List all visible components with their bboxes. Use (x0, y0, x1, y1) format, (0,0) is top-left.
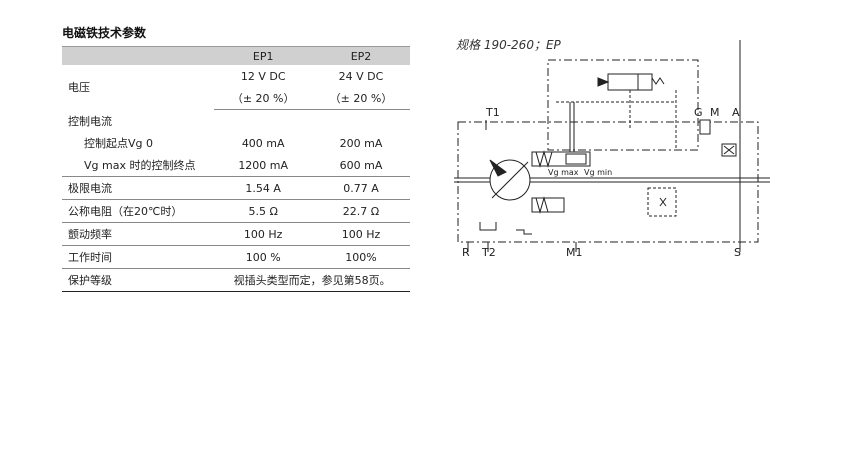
cell-ep2: （± 20 %） (312, 87, 410, 110)
pump-swash-arrow (491, 161, 529, 199)
table-row-voltage-tol: （± 20 %） （± 20 %） (62, 87, 410, 110)
pressure-valve (647, 187, 677, 217)
cell-protection: 视插头类型而定，参见第58页。 (214, 268, 410, 292)
table-row-protection: 保护等级 视插头类型而定，参见第58页。 (62, 268, 410, 292)
row-label: 保护等级 (62, 268, 215, 292)
row-label: 工作时间 (62, 245, 215, 269)
port-label-t1: T1 (486, 106, 500, 119)
cell-ep2: 600 mA (312, 154, 410, 177)
vg-max-label: Vg max (548, 168, 579, 177)
header-cell-ep2: EP2 (312, 46, 410, 65)
cell-ep1: （± 20 %） (214, 87, 313, 110)
valve-mark (659, 197, 667, 207)
cell-ep1: 400 mA (241, 136, 285, 150)
table-header-row: EP1 EP2 (62, 46, 410, 65)
table-row-dither: 颤动频率 100 Hz 100 Hz (62, 222, 410, 246)
solenoid-actuator (597, 77, 610, 87)
spring-symbol (535, 196, 549, 214)
table-row-control-current: 控制电流 (62, 110, 410, 133)
row-label: 公称电阻（在20℃时） (62, 199, 215, 223)
hydraulic-circuit-diagram (454, 40, 770, 252)
port-label-m1: M1 (566, 246, 583, 259)
header-cell (62, 46, 215, 65)
row-label: 控制起点Vg 0 (84, 137, 154, 150)
drain-symbol (516, 229, 532, 235)
cell-ep2: 100% (312, 245, 410, 269)
page-title: 电磁铁技术参数 (62, 26, 147, 40)
solenoid-coil (637, 73, 653, 91)
cell-ep1: 5.5 Ω (214, 199, 313, 223)
cell-ep2: 24 V DC (338, 69, 384, 83)
check-valve-mark (723, 145, 735, 155)
cell-ep1: 1.54 A (214, 176, 313, 200)
row-label: 控制电流 (68, 114, 112, 128)
port-label-a: A (732, 106, 740, 119)
solenoid-spec-table: EP1 EP2 电压 12 V DC 24 V DC （± 20 %） （± 2… (62, 46, 410, 292)
cell-ep2: 100 Hz (312, 222, 410, 246)
port-label-r: R (462, 246, 470, 259)
port-label-g: G (694, 106, 703, 119)
table-row-resistance: 公称电阻（在20℃时） 5.5 Ω 22.7 Ω (62, 199, 410, 223)
cell-ep2: 22.7 Ω (312, 199, 410, 223)
row-label: Vg max 时的控制终点 (62, 154, 215, 177)
vg-min-label: Vg min (584, 168, 613, 177)
table-row-start: 控制起点Vg 0 400 mA 200 mA (62, 132, 410, 154)
cell-ep1: 100 Hz (214, 222, 313, 246)
row-label: 颤动频率 (62, 222, 215, 246)
header-cell-ep1: EP1 (214, 46, 313, 65)
gauge-port-g (699, 119, 711, 135)
cell-ep2: 200 mA (339, 136, 383, 150)
tank-symbol (479, 222, 497, 231)
pump-triangle (489, 159, 507, 177)
piston-rod (565, 153, 587, 165)
solenoid-valve (607, 73, 639, 91)
cell-ep1: 12 V DC (240, 69, 286, 83)
cell-ep1: 1200 mA (214, 154, 313, 177)
port-label-t2: T2 (482, 246, 496, 259)
table-row-voltage: 电压 12 V DC 24 V DC (62, 65, 410, 95)
valve-block-outline (547, 59, 699, 151)
port-label-m: M (710, 106, 720, 119)
table-row-limit: 极限电流 1.54 A 0.77 A (62, 176, 410, 200)
diagram-caption: 规格 190-260；EP (456, 38, 561, 52)
row-label: 电压 (68, 81, 90, 95)
cell-ep1: 100 % (214, 245, 313, 269)
row-label: 极限电流 (62, 176, 215, 200)
table-row-duty: 工作时间 100 % 100% (62, 245, 410, 269)
spring-symbol (535, 150, 553, 168)
port-label-s: S (734, 246, 741, 259)
table-row-end: Vg max 时的控制终点 1200 mA 600 mA (62, 154, 410, 177)
spring-symbol (651, 77, 665, 85)
cell-ep2: 0.77 A (312, 176, 410, 200)
